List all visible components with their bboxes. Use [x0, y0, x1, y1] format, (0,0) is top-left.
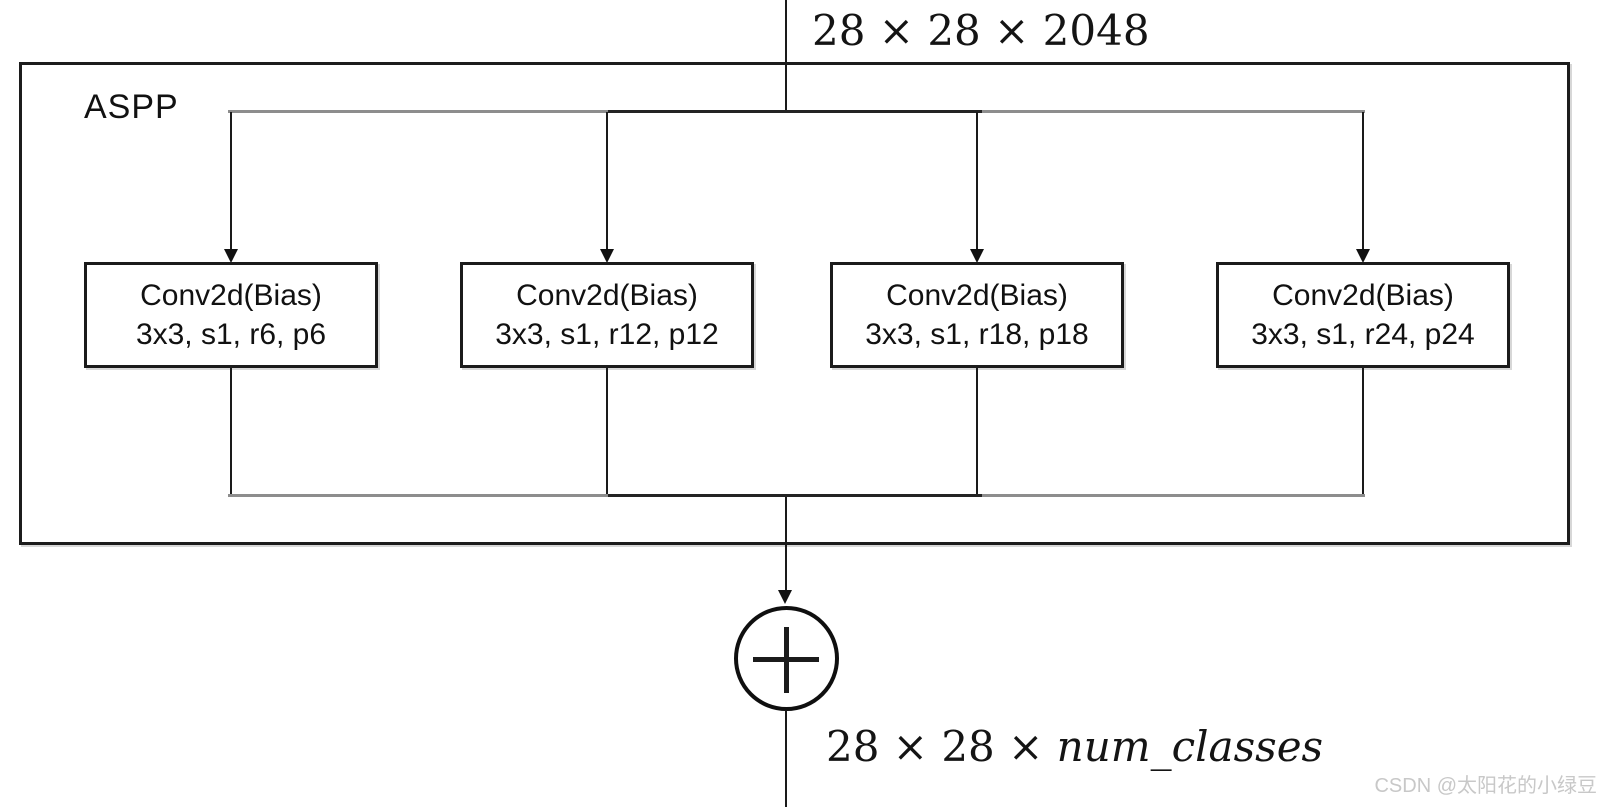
output-dimensions-prefix: 28 × 28 ×	[826, 722, 1057, 771]
output-dimensions-label: 28 × 28 × num_classes	[826, 722, 1323, 771]
conv-block-r12: Conv2d(Bias) 3x3, s1, r12, p12	[460, 262, 754, 368]
conv-block-r12-title: Conv2d(Bias)	[516, 279, 698, 312]
aspp-container-box	[19, 62, 1570, 545]
output-trunk-line	[785, 497, 787, 591]
conv-block-r6: Conv2d(Bias) 3x3, s1, r6, p6	[84, 262, 378, 368]
branch2-out-line	[606, 368, 608, 495]
conv-block-r6-params: 3x3, s1, r6, p6	[135, 318, 327, 351]
branch1-arrow-down-icon	[224, 249, 238, 263]
output-tail-line	[785, 710, 787, 807]
branch3-out-line	[976, 368, 978, 495]
conv-block-r18-title: Conv2d(Bias)	[886, 279, 1068, 312]
branch2-arrow-down-icon	[600, 249, 614, 263]
input-dimensions-label: 28 × 28 × 2048	[812, 6, 1150, 55]
branch4-arrow-down-icon	[1356, 249, 1370, 263]
conv-block-r24-params: 3x3, s1, r24, p24	[1251, 318, 1475, 351]
output-dimensions-variable: num_classes	[1056, 722, 1324, 771]
branch3-in-line	[976, 112, 978, 250]
branch1-in-line	[230, 112, 232, 250]
input-trunk-line	[785, 0, 787, 112]
branch3-arrow-down-icon	[970, 249, 984, 263]
branch1-out-line	[230, 368, 232, 495]
branch2-in-line	[606, 112, 608, 250]
conv-block-r18: Conv2d(Bias) 3x3, s1, r18, p18	[830, 262, 1124, 368]
conv-block-r6-title: Conv2d(Bias)	[140, 279, 322, 312]
plus-icon-vertical-bar	[784, 627, 789, 693]
conv-block-r24-title: Conv2d(Bias)	[1272, 279, 1454, 312]
watermark-text: CSDN @太阳花的小绿豆	[1374, 775, 1597, 797]
output-arrow-down-icon	[778, 590, 792, 604]
conv-block-r24: Conv2d(Bias) 3x3, s1, r24, p24	[1216, 262, 1510, 368]
bottom-merge-line-black	[608, 494, 982, 497]
conv-block-r12-params: 3x3, s1, r12, p12	[495, 318, 719, 351]
top-branch-line-black	[608, 110, 982, 113]
branch4-out-line	[1362, 368, 1364, 495]
aspp-title: ASPP	[84, 88, 179, 126]
conv-block-r18-params: 3x3, s1, r18, p18	[865, 318, 1089, 351]
branch4-in-line	[1362, 112, 1364, 250]
